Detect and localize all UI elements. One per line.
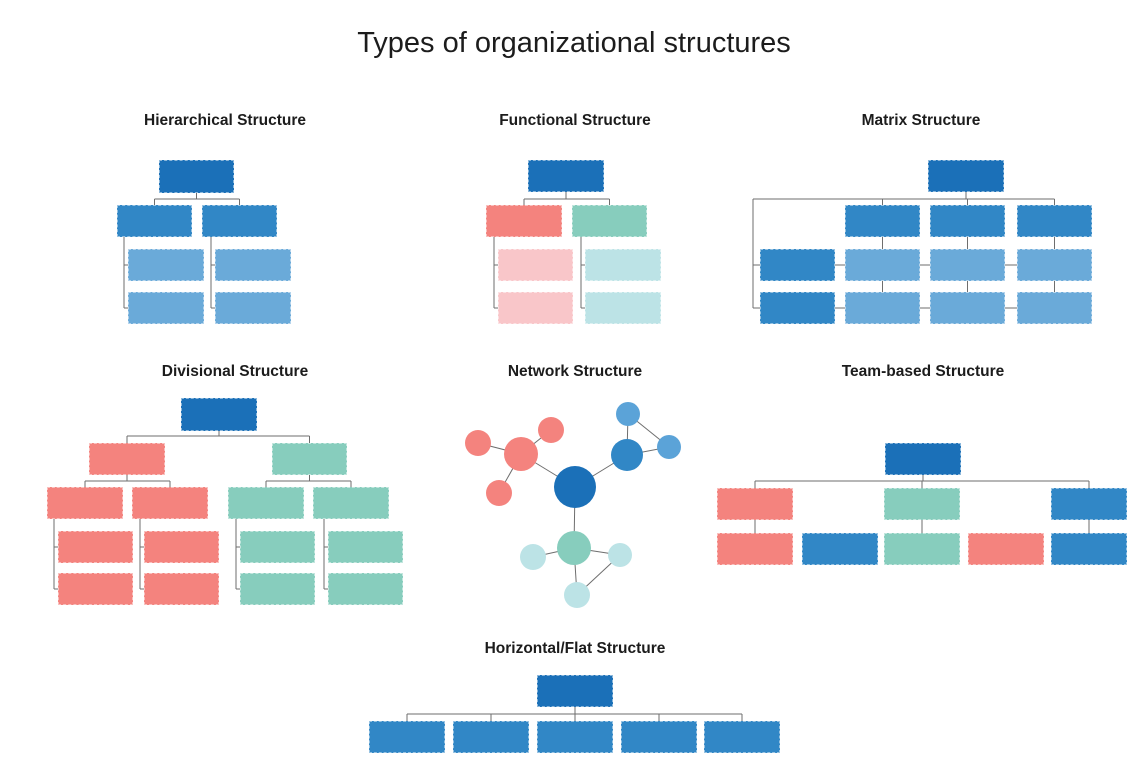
team-based-box-team-member-4 xyxy=(968,533,1044,565)
matrix-box-project-lead-1 xyxy=(760,249,835,281)
divisional-box-unit-2a1 xyxy=(240,531,315,563)
network-node-cluster-c-2 xyxy=(608,543,632,567)
matrix-box-member-2b xyxy=(930,292,1005,324)
divisional-box-unit-2a2 xyxy=(240,573,315,605)
functional-box-function-1 xyxy=(486,205,562,237)
hierarchical-box-top xyxy=(159,160,234,193)
divisional-box-division-1 xyxy=(89,443,165,475)
divisional-box-dept-1a xyxy=(47,487,123,519)
section-title-flat: Horizontal/Flat Structure xyxy=(484,640,666,657)
team-based-box-team-member-2 xyxy=(802,533,878,565)
network-node-hub xyxy=(554,466,596,508)
hierarchical-box-report-2a xyxy=(215,249,291,281)
flat-box-employee-2 xyxy=(453,721,529,753)
matrix-box-function-head-2 xyxy=(930,205,1005,237)
divisional-box-unit-2b1 xyxy=(328,531,403,563)
divisional-box-top xyxy=(181,398,257,431)
section-title-hierarchical: Hierarchical Structure xyxy=(144,112,306,129)
matrix-box-member-2a xyxy=(845,292,920,324)
functional-box-staff-1a xyxy=(498,249,573,281)
section-title-divisional: Divisional Structure xyxy=(161,363,309,380)
section-title-network: Network Structure xyxy=(507,363,643,380)
network-node-cluster-c-hub xyxy=(557,531,591,565)
hierarchical-box-manager-1 xyxy=(117,205,192,237)
divisional-box-division-2 xyxy=(272,443,347,475)
divisional-box-unit-1b1 xyxy=(144,531,219,563)
team-based-box-team-member-5 xyxy=(1051,533,1127,565)
divisional-box-dept-2a xyxy=(228,487,304,519)
divisional-box-dept-2b xyxy=(313,487,389,519)
network-node-cluster-c-1 xyxy=(520,544,546,570)
functional-box-staff-2a xyxy=(585,249,661,281)
network-node-cluster-a-hub xyxy=(504,437,538,471)
functional-box-staff-2b xyxy=(585,292,661,324)
team-based-box-team-lead-2 xyxy=(884,488,960,520)
matrix-box-function-head-1 xyxy=(845,205,920,237)
page-title: Types of organizational structures xyxy=(357,27,791,59)
flat-box-employee-3 xyxy=(537,721,613,753)
hierarchical-box-report-1b xyxy=(128,292,204,324)
flat-box-top xyxy=(537,675,613,707)
matrix-box-function-head-3 xyxy=(1017,205,1092,237)
flat-box-employee-5 xyxy=(704,721,780,753)
divisional-box-unit-1a2 xyxy=(58,573,133,605)
hierarchical-box-manager-2 xyxy=(202,205,277,237)
divisional-box-unit-2b2 xyxy=(328,573,403,605)
matrix-box-top xyxy=(928,160,1004,192)
matrix-box-project-lead-2 xyxy=(760,292,835,324)
network-node-cluster-b-2 xyxy=(657,435,681,459)
hierarchical-box-report-2b xyxy=(215,292,291,324)
matrix-box-member-1b xyxy=(930,249,1005,281)
section-title-functional: Functional Structure xyxy=(499,112,651,129)
functional-box-top xyxy=(528,160,604,192)
divisional-box-dept-1b xyxy=(132,487,208,519)
network-node-cluster-a-1 xyxy=(538,417,564,443)
network-node-cluster-c-3 xyxy=(564,582,590,608)
divisional-box-unit-1a1 xyxy=(58,531,133,563)
network-node-cluster-b-hub xyxy=(611,439,643,471)
team-based-box-team-lead-3 xyxy=(1051,488,1127,520)
matrix-box-member-1c xyxy=(1017,249,1092,281)
flat-box-employee-4 xyxy=(621,721,697,753)
team-based-box-team-member-3 xyxy=(884,533,960,565)
functional-box-staff-1b xyxy=(498,292,573,324)
team-based-box-team-lead-1 xyxy=(717,488,793,520)
hierarchical-box-report-1a xyxy=(128,249,204,281)
flat-box-employee-1 xyxy=(369,721,445,753)
matrix-box-member-2c xyxy=(1017,292,1092,324)
divisional-box-unit-1b2 xyxy=(144,573,219,605)
network-node-cluster-b-1 xyxy=(616,402,640,426)
section-title-matrix: Matrix Structure xyxy=(861,112,981,129)
matrix-box-member-1a xyxy=(845,249,920,281)
section-title-team-based: Team-based Structure xyxy=(841,363,1005,380)
network-node-cluster-a-2 xyxy=(465,430,491,456)
network-node-cluster-a-3 xyxy=(486,480,512,506)
team-based-box-team-member-1 xyxy=(717,533,793,565)
team-based-box-top xyxy=(885,443,961,475)
functional-box-function-2 xyxy=(572,205,647,237)
